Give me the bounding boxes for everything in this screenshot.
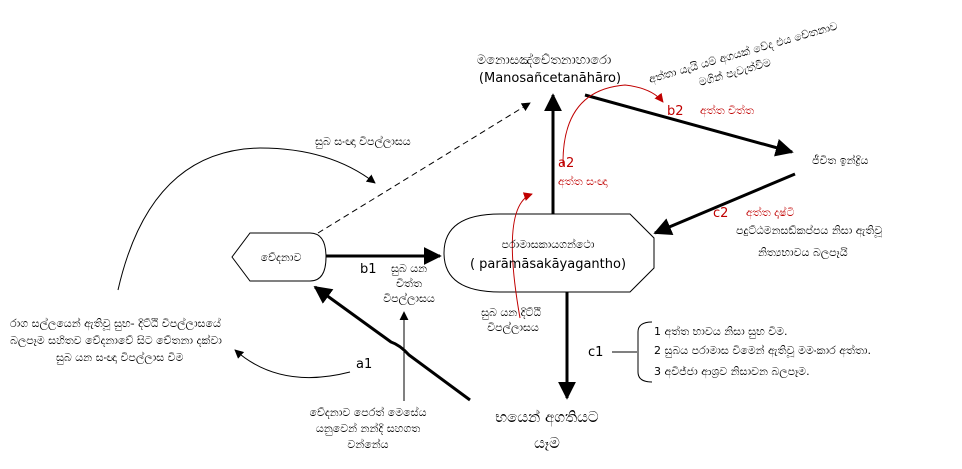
c2-note-1: පදුට්ඨමනසඞ්කප්පය නිසා ඇතිවූ — [736, 223, 882, 238]
vedana-label: වේදනාව — [261, 251, 302, 264]
a2-tag: a2 — [558, 156, 574, 171]
a2-text: අත්ත සංඥා — [558, 174, 608, 189]
dashed-arrow-vedana-to-manosancetana — [317, 102, 531, 234]
arrow-manosancetana-to-jivita — [584, 93, 794, 157]
c2-tag: c2 — [713, 206, 728, 221]
c1-item-2: 2 සුබය පරාමාස වීමෙන් ඇතිවූ මමංකාර අත්තා. — [654, 343, 871, 358]
raga-note-3: සුබ යන සංඥා විපල්ලාස වීම — [56, 350, 184, 365]
paramasa-label-si: පරාමාසකායගන්ථො — [502, 237, 595, 251]
raga-note-1: රාග සල්ලයෙන් ඇතිවූ සුභ- දිට්ඨි විපල්ලාසය… — [10, 316, 221, 331]
b1-text-3: විපල්ලාසය — [383, 291, 435, 306]
arrow-bhaya-to-vedana — [313, 285, 471, 402]
arrow-jivita-to-paramasa — [653, 172, 796, 236]
subha-ditthi-1: සුබ යන දිට්ඨි — [481, 306, 541, 319]
manosancetana-label-si: මනොසඤ්චේතනාහාරො — [477, 52, 612, 68]
b2-tag: b2 — [667, 104, 684, 119]
a1-tag: a1 — [356, 357, 372, 372]
b1-text-2: චිත්ත — [396, 276, 422, 290]
nandi-note-2: යනුවෙන් නන්දි සහගත — [316, 421, 420, 435]
c1-tag: c1 — [588, 345, 603, 360]
nandi-note-3: වන්නේය — [347, 437, 388, 451]
paramasa-node — [443, 213, 655, 293]
paramasa-label-pali: ( parāmāsakāyagantho) — [470, 257, 626, 272]
b1-tag: b1 — [360, 262, 377, 277]
bhaya-label-1: භයෙන් අගතියට — [495, 408, 599, 427]
c2-note-2: නිත්‍යභාවය බලපෑයි — [758, 246, 848, 260]
b1-text-1: සුබ යන — [391, 262, 427, 275]
c1-item-1: 1 අත්ත භාවය නිසා සුභ වීම. — [654, 324, 788, 339]
b2-text: අත්ත චිත්ත — [700, 103, 754, 118]
red-curve-b2 — [562, 84, 664, 166]
raga-note-2: බලපෑම සහිතව වේදනාවේ සිට චේතනා දක්වා — [10, 333, 222, 348]
vedana-node — [231, 232, 327, 282]
curve-arrow-a1 — [234, 349, 351, 379]
nandi-note-1: වේදනාව පෙරත් මෙසේය — [310, 405, 427, 419]
jivita-label: ජීවිත ඉන්ද්‍රිය — [812, 153, 868, 167]
manosancetana-label-pali: (Manosañcetanāhāro) — [479, 71, 621, 86]
subha-ditthi-2: විපල්ලාසය — [487, 320, 539, 335]
curve-arrow-subha-sanna — [117, 147, 376, 291]
subha-sanna-label: සුබ සංඥා විපල්ලාසය — [315, 134, 411, 149]
c1-item-3: 3 අවිජ්ජා ආශ්‍රව නිසාවන බලපෑම. — [654, 365, 810, 379]
bhaya-label-2: යෑම — [534, 434, 560, 452]
c1-bracket — [637, 321, 653, 383]
c2-text: අත්ත දෘෂ්ටි — [746, 205, 794, 220]
red-curve-a2 — [511, 192, 533, 319]
